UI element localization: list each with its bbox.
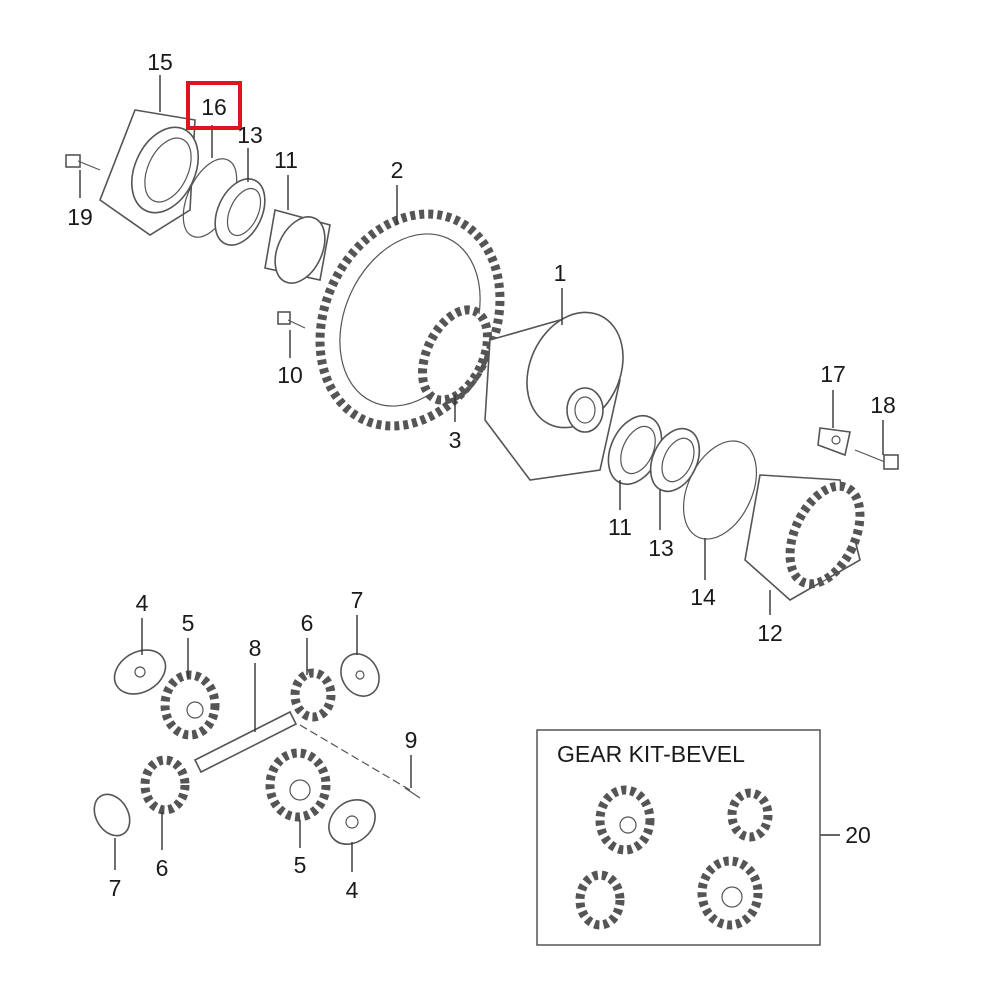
pinion-shaft-part-8[interactable] [193, 710, 298, 774]
pinion-gear-part-6-upper[interactable] [290, 668, 336, 722]
bearing-housing-part-12[interactable] [744, 474, 874, 601]
pinion-gear-part-6-lower[interactable] [140, 755, 190, 815]
callout-12[interactable]: 12 [757, 620, 783, 646]
side-gear-part-5-upper[interactable] [160, 670, 220, 740]
callout-17[interactable]: 17 [820, 361, 846, 387]
callout-8[interactable]: 8 [249, 635, 262, 661]
differential-case-part-1[interactable] [484, 297, 641, 481]
leader-lines [79, 75, 884, 872]
washer-part-4-upper[interactable] [107, 641, 174, 703]
callout-4-lower[interactable]: 4 [346, 877, 359, 903]
callout-7[interactable]: 7 [351, 587, 364, 613]
callout-2[interactable]: 2 [391, 157, 404, 183]
bearing-part-11-upper[interactable] [264, 208, 335, 291]
washer-part-4-lower[interactable] [320, 791, 384, 854]
callout-16[interactable]: 16 [201, 94, 227, 120]
callout-9[interactable]: 9 [405, 727, 418, 753]
bolt-part-19[interactable] [65, 154, 101, 171]
callout-5[interactable]: 5 [182, 610, 195, 636]
callout-18[interactable]: 18 [870, 392, 896, 418]
callout-11-lower[interactable]: 11 [608, 514, 632, 540]
snap-ring-part-14[interactable] [669, 429, 771, 550]
highlight-box [186, 81, 242, 130]
washer-part-7-lower[interactable] [87, 788, 137, 842]
bolt-part-10[interactable] [277, 311, 306, 329]
callout-1[interactable]: 1 [554, 260, 567, 286]
callout-13[interactable]: 13 [237, 122, 263, 148]
callout-11[interactable]: 11 [274, 147, 298, 173]
callout-10[interactable]: 10 [277, 362, 303, 388]
callout-15[interactable]: 15 [147, 49, 173, 75]
plate-part-17[interactable] [817, 427, 851, 457]
kit-title: GEAR KIT-BEVEL [557, 741, 745, 767]
callout-13-lower[interactable]: 13 [648, 535, 674, 561]
gear-kit-bevel-box[interactable]: GEAR KIT-BEVEL [536, 729, 821, 946]
callout-20[interactable]: 20 [845, 822, 871, 848]
callout-14[interactable]: 14 [690, 584, 716, 610]
callout-6[interactable]: 6 [301, 610, 314, 636]
callout-6-lower[interactable]: 6 [156, 855, 169, 881]
pin-part-9[interactable] [404, 787, 421, 799]
gear-part-3[interactable] [409, 300, 500, 411]
callout-19[interactable]: 19 [67, 204, 93, 230]
callout-5-lower[interactable]: 5 [294, 852, 307, 878]
washer-part-7-upper[interactable] [333, 647, 386, 703]
callout-3[interactable]: 3 [449, 427, 462, 453]
side-gear-part-5-lower[interactable] [265, 748, 331, 822]
bearing-housing-part-15[interactable] [99, 109, 211, 236]
callout-7-lower[interactable]: 7 [109, 875, 122, 901]
shim-part-13-upper[interactable] [205, 171, 274, 253]
callout-4[interactable]: 4 [136, 590, 149, 616]
bolt-part-18[interactable] [854, 449, 899, 470]
